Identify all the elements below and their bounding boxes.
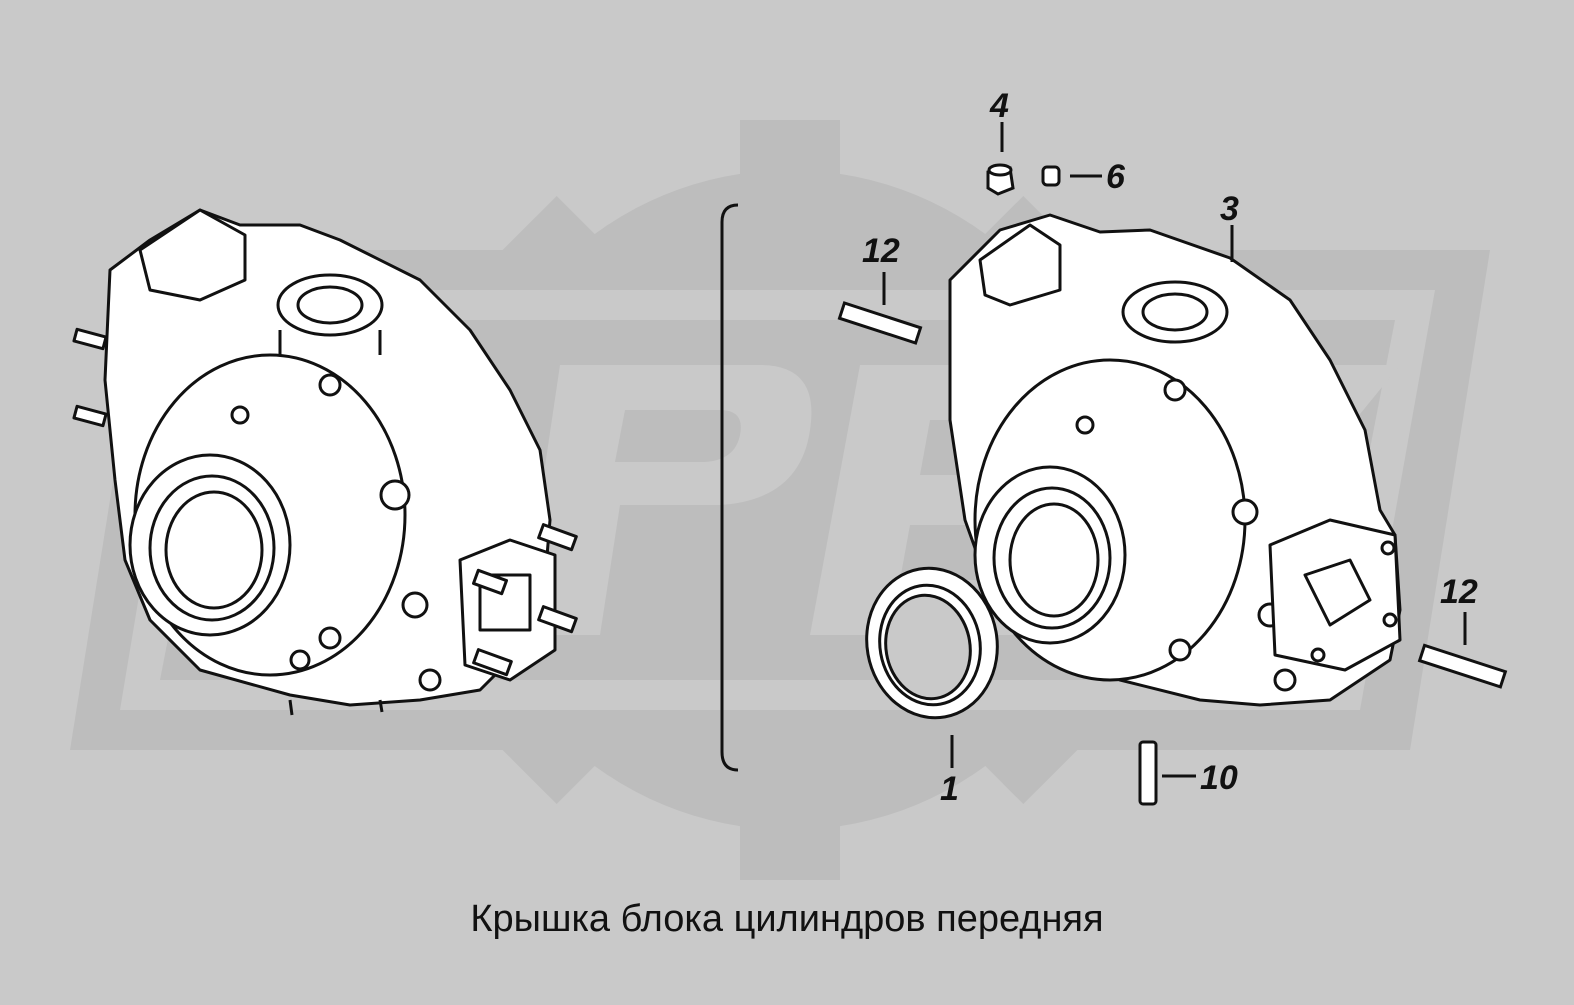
callout-3: 3 bbox=[1220, 190, 1239, 228]
cover-assembly-left bbox=[72, 208, 578, 716]
callout-6: 6 bbox=[1106, 158, 1126, 196]
callout-12-right: 12 bbox=[1440, 573, 1478, 611]
callout-4: 4 bbox=[989, 87, 1009, 125]
callout-10: 10 bbox=[1200, 759, 1238, 797]
leader-lines bbox=[882, 122, 1467, 778]
callout-12-top: 12 bbox=[862, 232, 900, 270]
plug-part-6 bbox=[1041, 165, 1061, 187]
cover-part-3 bbox=[948, 213, 1402, 707]
stud-part-12-right bbox=[1417, 643, 1508, 689]
plug-part-4 bbox=[986, 163, 1015, 196]
stud-part-10 bbox=[1138, 740, 1158, 806]
diagram-caption: Крышка блока цилиндров передняя bbox=[470, 898, 1104, 940]
seal-part-1 bbox=[865, 566, 999, 720]
separator-bracket bbox=[720, 203, 739, 772]
stud-part-12-top bbox=[837, 301, 923, 345]
callout-1: 1 bbox=[940, 770, 959, 808]
